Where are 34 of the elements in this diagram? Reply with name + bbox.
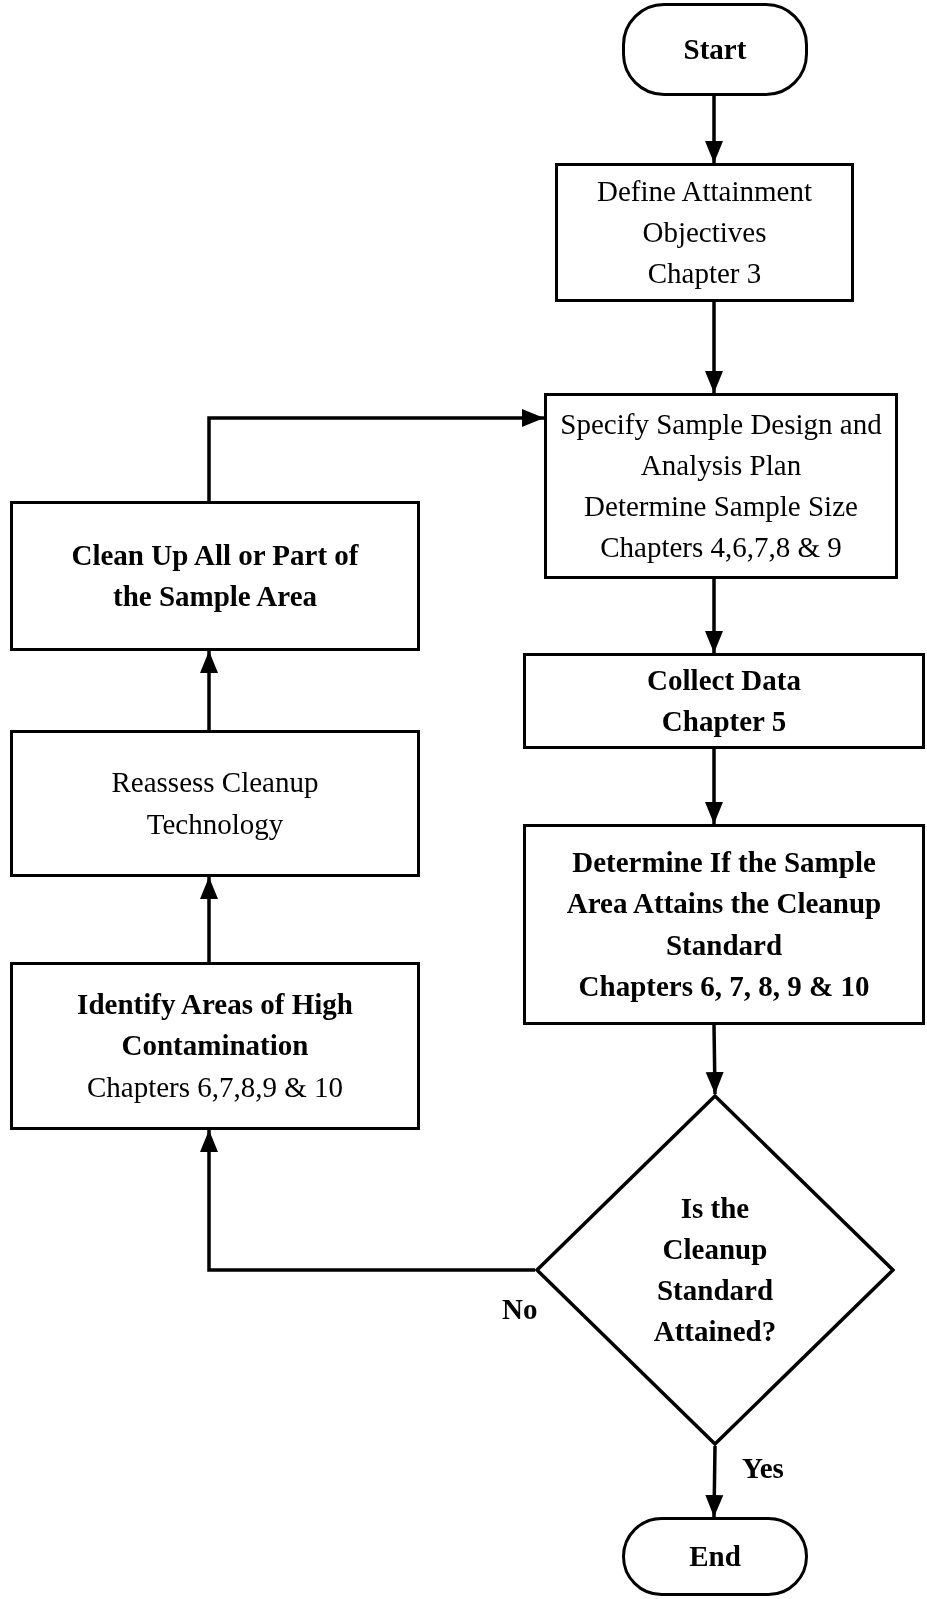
chapter-reference: Chapters 6,7,8,9 & 10	[86, 1069, 344, 1105]
step-title: Reassess Cleanup Technology	[110, 765, 320, 842]
chapter-reference: Chapter 3	[647, 256, 762, 292]
process-box	[555, 163, 854, 302]
chapter-reference: Chapters 6, 7, 8, 9 & 10	[578, 968, 870, 1004]
process-box	[10, 501, 420, 651]
step-title: Specify Sample Design and Analysis Plan	[559, 406, 883, 483]
decision-question: Is the Cleanup Standard Attained?	[652, 1190, 778, 1350]
chapter-reference: Chapters 4,6,7,8 & 9	[600, 530, 842, 566]
process-box	[10, 730, 420, 877]
process-box	[523, 824, 925, 1025]
arrow	[200, 877, 218, 962]
process-box	[544, 393, 898, 579]
step-title: Determine If the Sample Area Attains the Cleanup Standard	[565, 845, 883, 963]
arrow	[705, 579, 723, 653]
arrow	[705, 1445, 724, 1518]
chapter-reference: Chapter 5	[661, 704, 787, 739]
step-title: Determine Sample Size	[584, 489, 858, 524]
arrow	[207, 409, 544, 501]
arrow	[705, 302, 723, 393]
arrow	[705, 749, 723, 824]
arrow	[200, 1130, 535, 1272]
step-title: Define Attainment Objectives	[596, 173, 813, 250]
step-title: Clean Up All or Part of the Sample Area	[70, 537, 360, 614]
arrow	[200, 651, 218, 730]
step-title: Identify Areas of High Contamination	[76, 987, 354, 1064]
process-box	[10, 962, 420, 1130]
terminal-label: End	[689, 1538, 741, 1574]
process-box	[523, 653, 925, 749]
arrow	[705, 96, 723, 163]
arrow	[705, 1024, 724, 1095]
decision-diamond	[535, 1094, 895, 1446]
step-title: Collect Data	[647, 662, 801, 698]
terminal-label: Start	[683, 31, 747, 67]
